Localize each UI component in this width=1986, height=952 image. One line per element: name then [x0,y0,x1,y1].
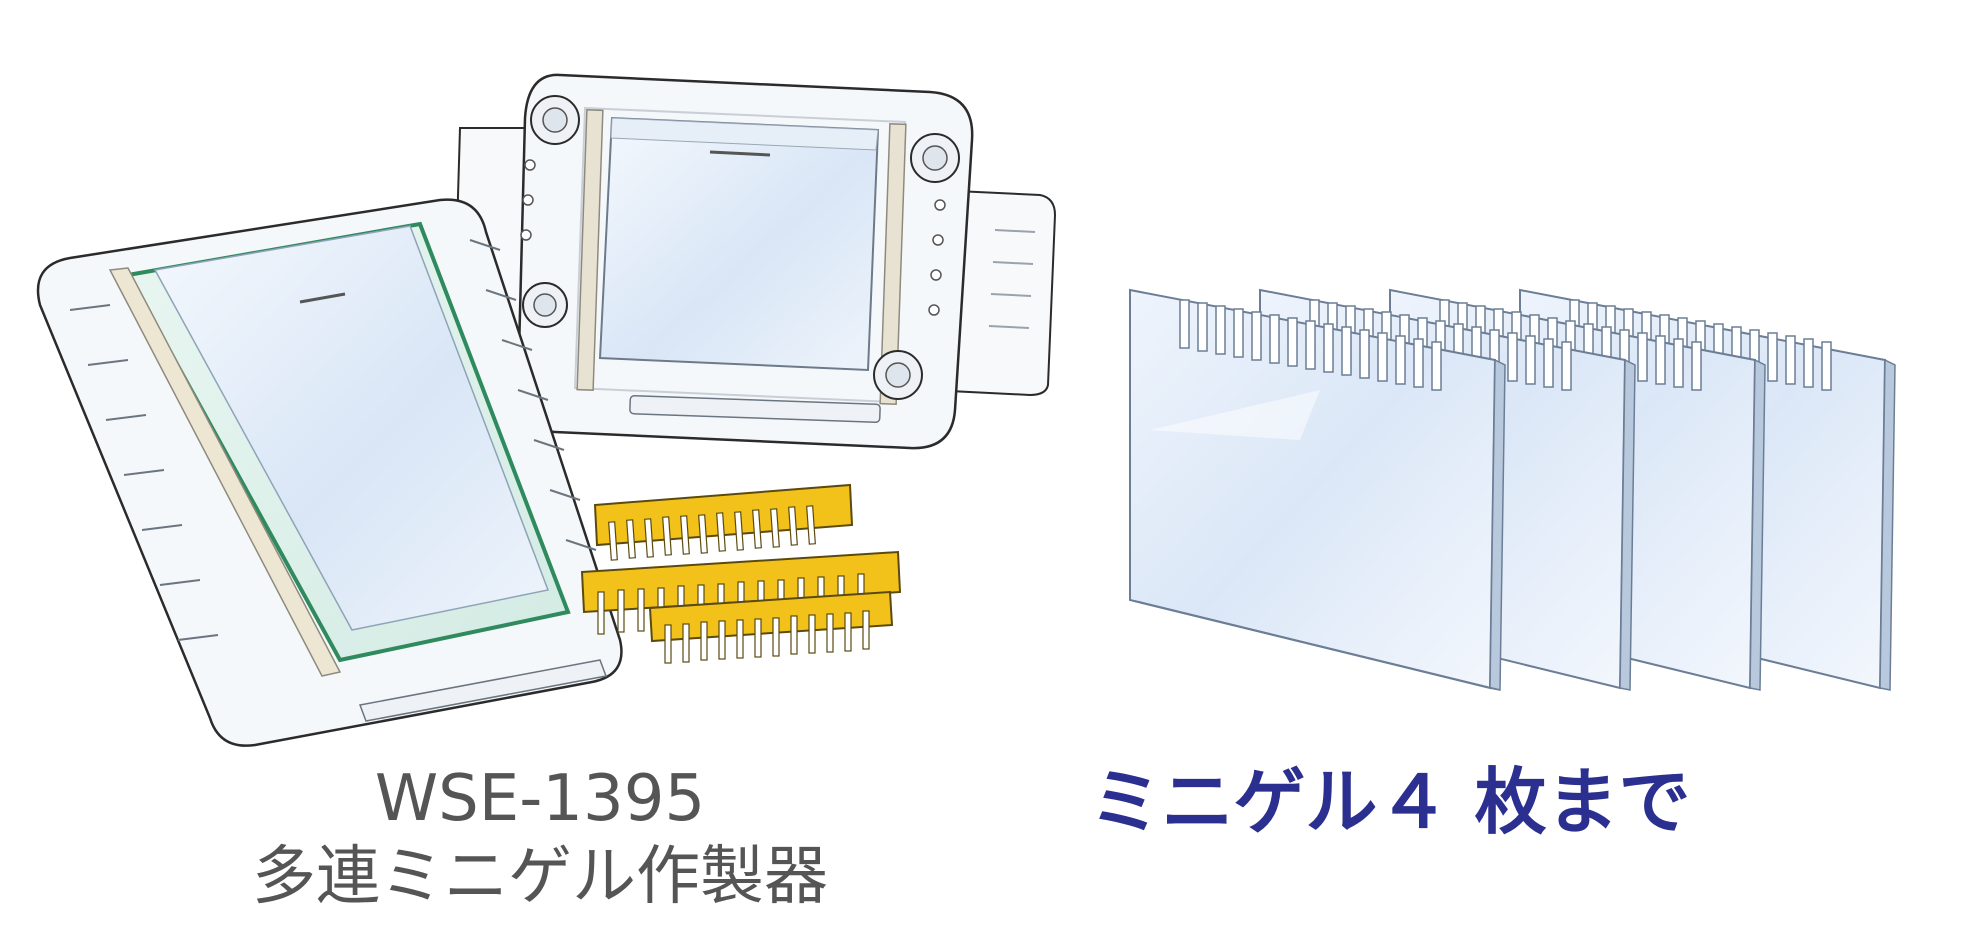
rear-caster-frame [450,73,1057,450]
gel-plate-1 [1129,288,1506,691]
mini-gel-plates-illustration [1129,288,1896,691]
product-model: WSE-1395 [374,762,706,836]
gel-caster-illustration [36,73,1057,747]
product-caption: WSE-1395 多連ミニゲル作製器 [150,760,930,916]
product-name: 多連ミニゲル作製器 [252,840,828,914]
gel-combs [580,483,902,664]
comb-1 [593,483,854,561]
capacity-note: ミニゲル４ 枚まで [1089,760,1691,844]
front-caster-frame [36,198,623,747]
comb-3 [648,590,894,664]
